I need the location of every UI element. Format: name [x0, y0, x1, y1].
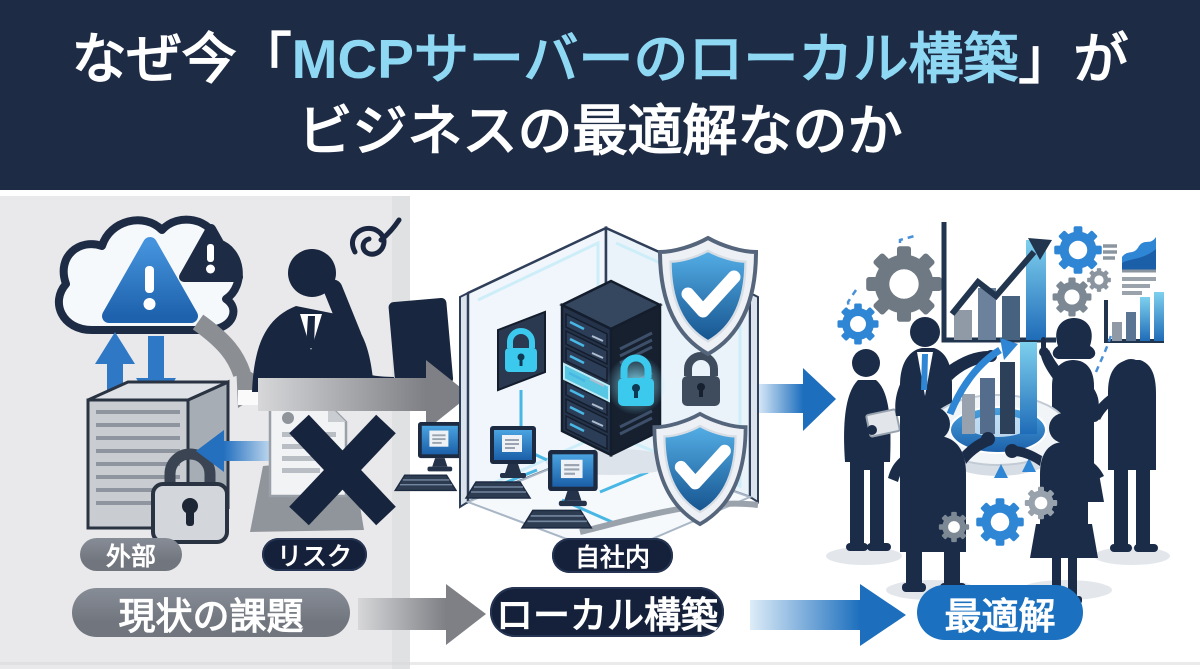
title-line1-highlight: MCPサーバーのローカル構築 [291, 28, 1019, 90]
alert-triangle-dark-icon [179, 224, 243, 282]
flow-arrow-local-to-optimal-icon [757, 368, 836, 431]
step-label-local-build: ローカル構築 [490, 587, 724, 637]
person-back-right-woman [1005, 407, 1104, 604]
reject-arrow-icon [196, 430, 280, 472]
flow-arrow-bottom-blue-icon [750, 584, 906, 646]
padlock-icon [151, 448, 229, 544]
secure-server-room-icon [394, 226, 758, 558]
gear-icon [976, 498, 1024, 546]
title-line2: ビジネスの最適解なのか [297, 100, 903, 162]
growth-chart-icon [941, 222, 1056, 343]
step-label-optimal-solution: 最適解 [917, 585, 1083, 640]
title-line1-post: 」が [1018, 28, 1129, 90]
title-line1: なぜ今「MCPサーバーのローカル構築」が [72, 23, 1129, 95]
header: なぜ今「MCPサーバーのローカル構築」が ビジネスの最適解なのか [0, 0, 1200, 190]
rejected-document-icon [250, 402, 396, 532]
gear-icon [938, 511, 970, 543]
page-title: なぜ今「MCPサーバーのローカル構築」が ビジネスの最適解なのか [72, 23, 1129, 167]
alert-triangle-blue-icon [102, 237, 198, 323]
locked-server-icon [86, 379, 230, 544]
gear-icon [837, 303, 879, 345]
lock-panel-icon [497, 310, 546, 392]
flow-arrow-bottom-gray-icon [358, 584, 486, 645]
stress-squiggle-icon [350, 225, 387, 257]
area-chart-icon [1122, 237, 1156, 273]
person-with-tablet [844, 349, 901, 551]
gear-icon [1024, 486, 1058, 520]
person-man-right [1088, 359, 1158, 552]
tag-external: 外部 [80, 538, 182, 571]
team-collaboration-icon [826, 222, 1170, 604]
cross-icon [289, 414, 396, 526]
step-label-current-issues: 現状の課題 [72, 588, 350, 637]
cyber-lock-icon [606, 354, 666, 415]
tag-in-house: 自社内 [552, 538, 673, 573]
padlock-icon [682, 352, 720, 406]
title-line1-pre: なぜ今「 [71, 28, 292, 90]
gear-icon [1087, 268, 1111, 292]
tag-risk: リスク [262, 538, 367, 571]
bottom-divider [0, 662, 1200, 665]
bar-chart-icon [1104, 292, 1164, 343]
gear-icon [1052, 277, 1092, 317]
flow-arrow-current-to-local-icon [258, 360, 470, 430]
gear-icon [866, 246, 942, 322]
cloud-warning-icon [54, 215, 243, 334]
gear-icon [1054, 226, 1102, 274]
panel-current-issues [0, 196, 456, 669]
